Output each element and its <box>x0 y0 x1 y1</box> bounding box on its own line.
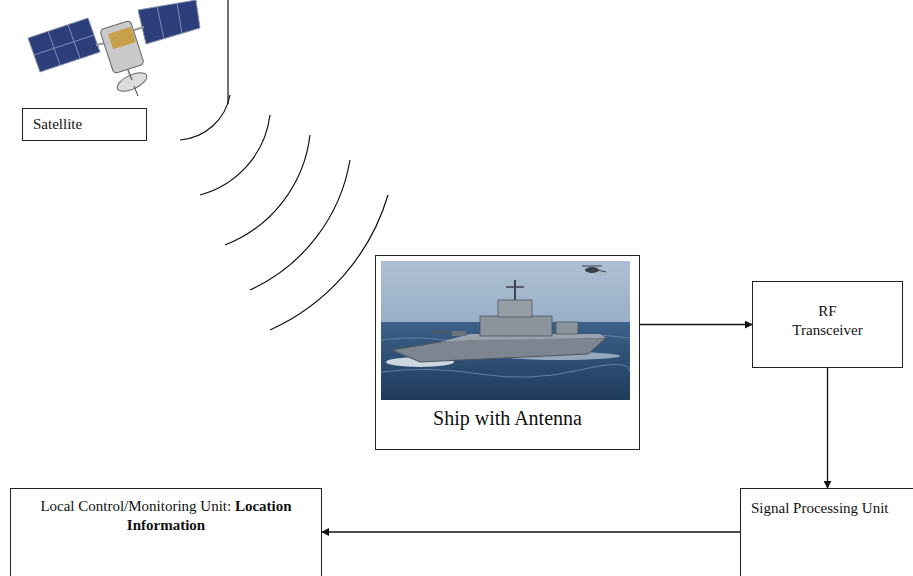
satellite-illustration <box>28 0 200 96</box>
ship-photo <box>381 261 630 400</box>
satellite-box: Satellite <box>22 108 147 141</box>
flow-arrow <box>640 324 752 325</box>
transceiver-box: RF Transceiver <box>752 281 903 368</box>
node-text: Satellite <box>33 115 136 134</box>
monitoring-box: Local Control/Monitoring Unit:Location I… <box>10 488 322 576</box>
radio-waves <box>180 95 388 330</box>
flow-arrow <box>322 531 740 532</box>
node-text: Signal Processing Unit <box>751 499 913 518</box>
node-text: Local Control/Monitoring Unit: <box>40 498 231 514</box>
node-text: RF Transceiver <box>783 302 873 340</box>
node-text: Ship with Antenna <box>384 406 631 431</box>
processing-box: Signal Processing Unit <box>740 488 913 576</box>
flow-arrow <box>827 368 828 488</box>
ship-box: Ship with Antenna <box>375 255 640 450</box>
antenna-line <box>227 0 228 104</box>
